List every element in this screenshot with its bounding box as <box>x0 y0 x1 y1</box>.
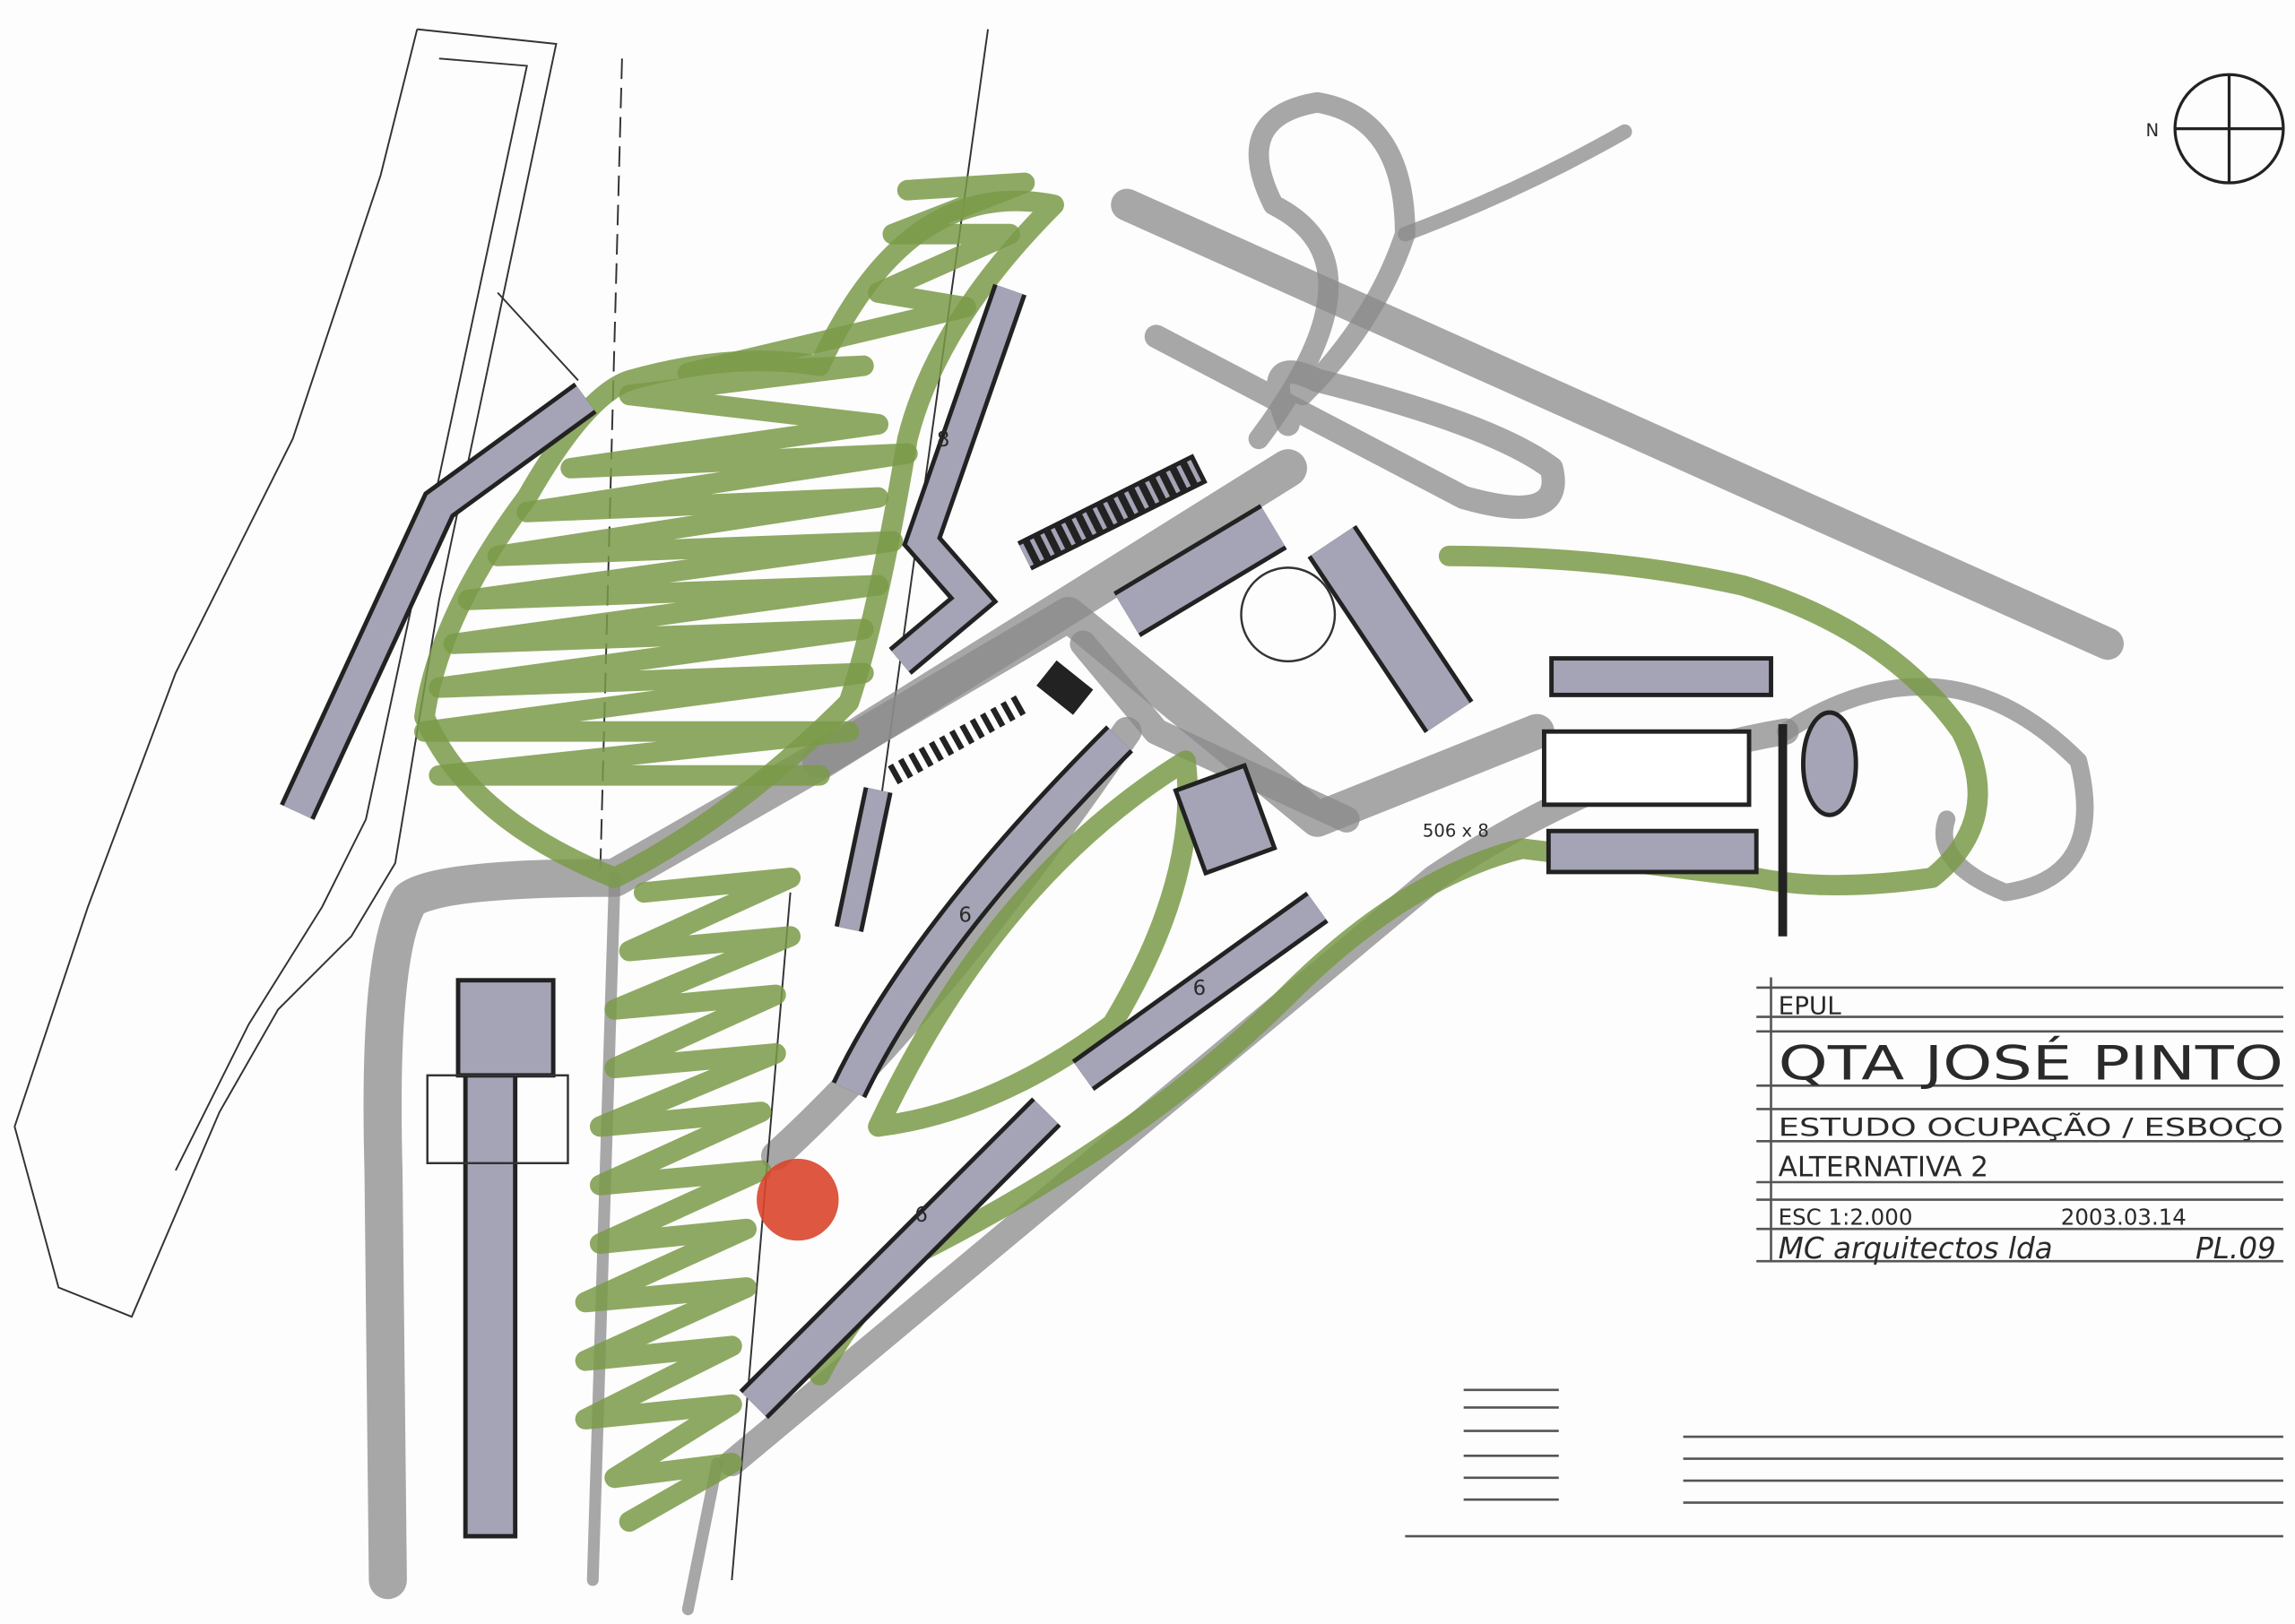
date-label: 2003.03.14 <box>2061 1204 2187 1230</box>
buildings <box>280 283 1858 1539</box>
study-title: ESTUDO OCUPAÇÃO / ESBOÇO <box>1779 1112 2283 1142</box>
client-name: EPUL <box>1779 990 1842 1020</box>
title-block: EPUL QTA JOSÉ PINTO ESTUDO OCUPAÇÃO / ES… <box>1756 977 2283 1266</box>
north-label: N <box>2145 120 2159 141</box>
dimension-annotation: 506 x 8 <box>1423 821 1489 842</box>
floor-label: 6 <box>958 903 972 927</box>
sheet-number: PL.09 <box>2195 1231 2276 1266</box>
project-title: QTA JOSÉ PINTO <box>1779 1037 2283 1092</box>
alternative-label: ALTERNATIVA 2 <box>1779 1151 1988 1183</box>
floor-label: 6 <box>1193 977 1207 1000</box>
north-arrow: N <box>2145 73 2285 185</box>
floor-label: 6 <box>914 1204 928 1227</box>
green-areas <box>414 172 1988 1533</box>
floor-label: 8 <box>937 428 950 452</box>
scale-label: ESC 1:2.000 <box>1779 1204 1913 1230</box>
author-label: MC arquitectos lda <box>1779 1231 2053 1266</box>
red-marker <box>757 1158 839 1241</box>
drawing-labels: 8 6 6 6 506 x 8 <box>914 428 1488 1227</box>
legend-lines <box>1405 1388 2283 1538</box>
